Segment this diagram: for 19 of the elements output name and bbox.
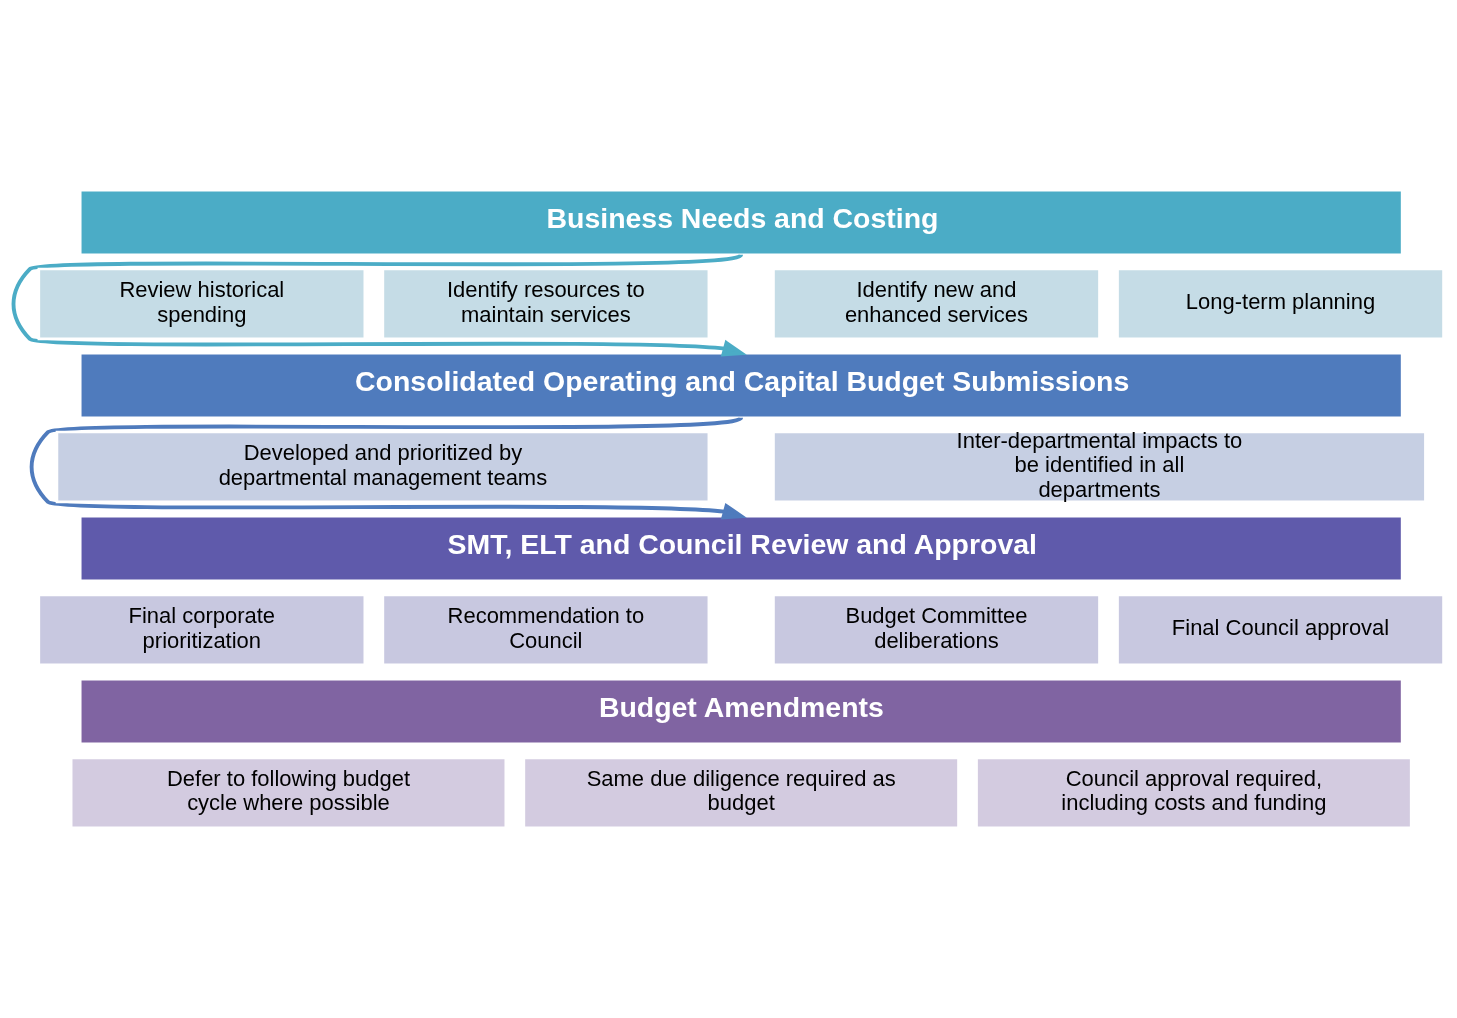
node-box: Final corporate prioritization [37, 593, 367, 667]
node-box: Identify new and enhanced services [772, 267, 1101, 341]
node-box: Developed and prioritized by departmental management teams [55, 430, 711, 504]
node-box: Identify resources to maintain services [381, 267, 711, 341]
node-box: Same due diligence required as budget [522, 756, 960, 830]
node-box: Long-term planning [1116, 267, 1445, 341]
node-box: Inter-departmental impacts to be identified in all departments [772, 430, 1427, 504]
node-box: Final Council approval [1116, 593, 1445, 667]
node-box: Budget Amendments [78, 677, 1404, 746]
arrow [11, 252, 747, 357]
node-box: Council approval required, including costs and funding [975, 756, 1413, 830]
node-box: Business Needs and Costing [78, 188, 1404, 257]
node-box: Recommendation to Council [381, 593, 711, 667]
arrow [29, 415, 747, 520]
node-box: SMT, ELT and Council Review and Approval [78, 514, 1404, 583]
node-box: Defer to following budget cycle where possible [69, 756, 508, 830]
node-box: Consolidated Operating and Capital Budget Submissions [78, 351, 1404, 420]
node-box: Budget Committee deliberations [772, 593, 1101, 667]
node-box: Review historical spending [37, 267, 367, 341]
